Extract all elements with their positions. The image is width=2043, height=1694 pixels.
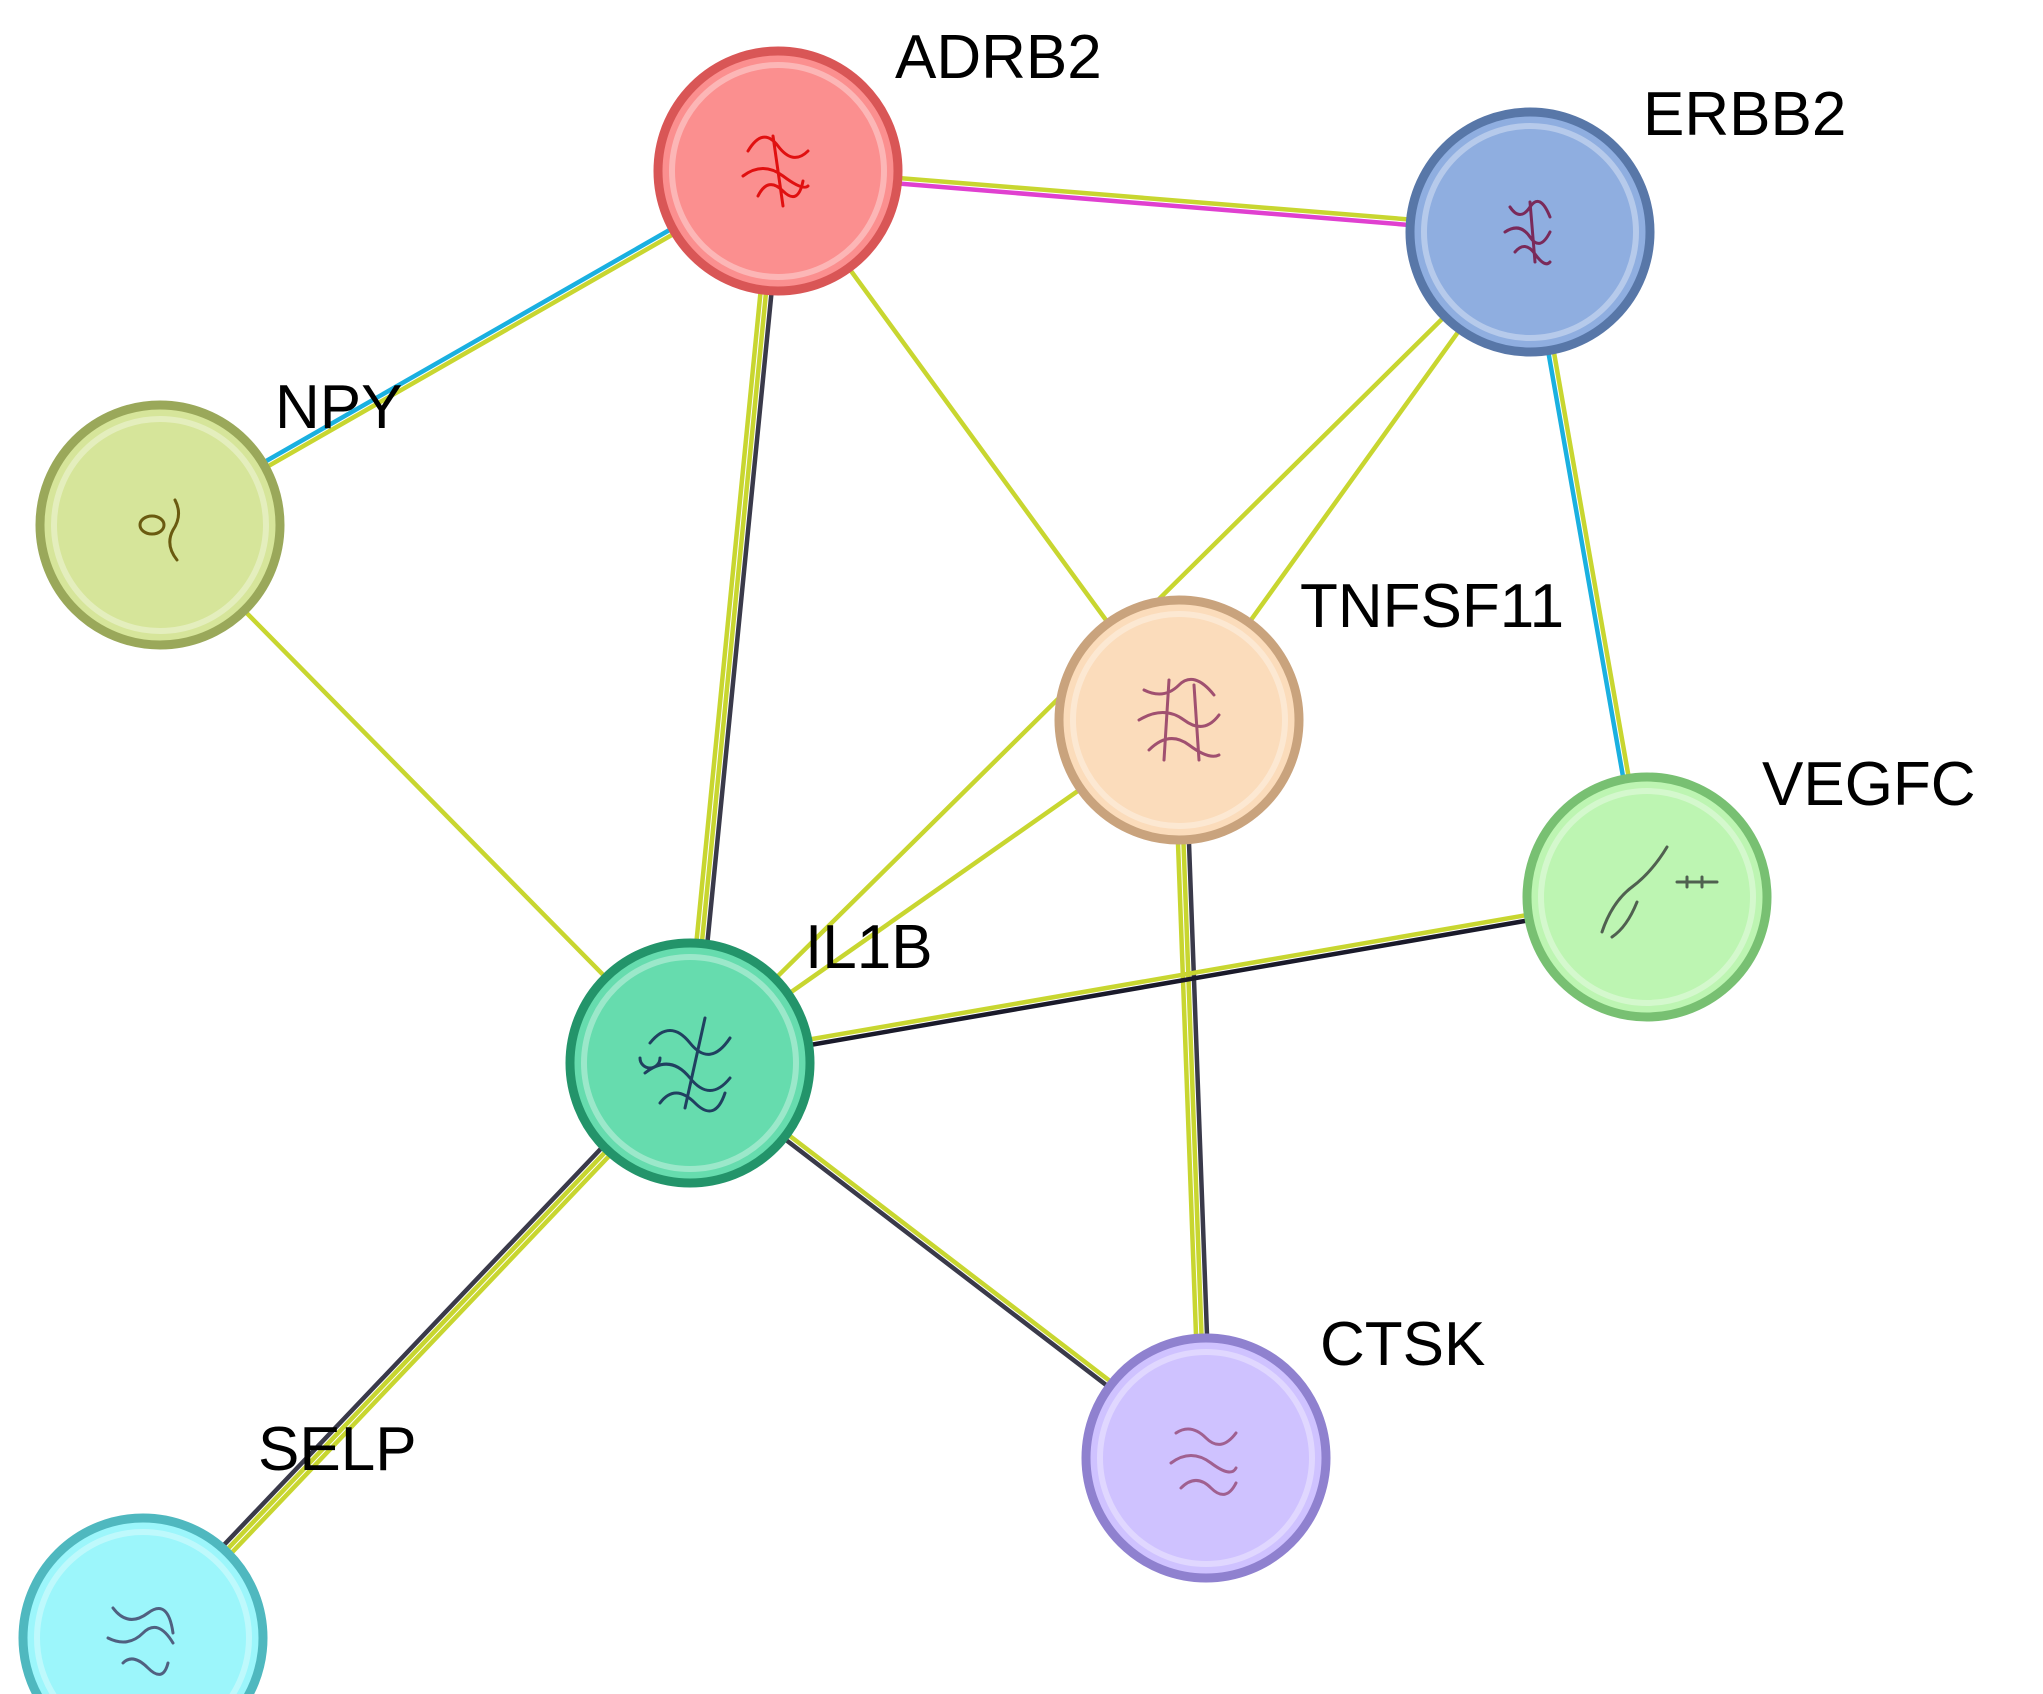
edge-adrb2-il1b[interactable] [682,168,786,1066]
node-inner-ring [1097,1349,1315,1567]
node-label-ctsk: CTSK [1320,1310,1485,1379]
node-adrb2[interactable] [653,46,903,296]
protein-structure-icon [741,134,810,208]
node-circle [1054,595,1304,845]
node-circle [565,938,815,1188]
node-inner-ring [34,1529,252,1694]
node-circle [1522,772,1772,1022]
edge-adrb2-erbb2[interactable] [775,166,1533,237]
node-selp[interactable] [18,1513,268,1694]
node-label-erbb2: ERBB2 [1643,80,1846,149]
protein-structure-icon [106,1606,175,1676]
node-label-il1b: IL1B [805,913,933,982]
protein-structure-icon [138,498,180,562]
node-vegfc[interactable] [1522,772,1772,1022]
node-label-npy: NPY [275,373,402,442]
node-circle [1405,107,1655,357]
node-label-vegfc: VEGFC [1762,750,1976,819]
edge-evidence-line [687,168,781,1066]
protein-structure-icon [638,1016,732,1113]
protein-structure-icon [1503,199,1552,266]
edge-il1b-selp[interactable] [136,1056,697,1645]
node-inner-ring [1070,611,1288,829]
node-circle [35,400,285,650]
node-il1b[interactable] [565,938,815,1188]
protein-structure-icon [1600,845,1719,939]
edge-evidence-line [687,892,1649,1063]
nodes-layer [18,46,1772,1694]
node-inner-ring [1538,788,1756,1006]
node-tnfsf11[interactable] [1054,595,1304,845]
protein-structure-icon [1169,1427,1238,1496]
node-npy[interactable] [35,400,285,650]
node-inner-ring [1421,123,1639,341]
node-label-selp: SELP [258,1415,417,1484]
edge-npy-il1b[interactable] [157,522,693,1066]
edge-vegfc-il1b[interactable] [687,892,1650,1068]
node-label-adrb2: ADRB2 [895,23,1102,92]
node-label-tnfsf11: TNFSF11 [1300,572,1564,641]
edge-evidence-line [775,171,1533,237]
edge-evidence-line [682,168,775,1065]
edge-evidence-line [688,897,1650,1068]
node-circle [18,1513,268,1694]
node-erbb2[interactable] [1405,107,1655,357]
edge-evidence-line [136,1056,689,1637]
edge-evidence-line [157,522,693,1066]
node-ctsk[interactable] [1081,1333,1331,1583]
node-inner-ring [51,416,269,634]
protein-structure-icon [1137,677,1221,762]
edge-evidence-line [144,1064,697,1645]
edge-evidence-line [775,166,1533,232]
edge-evidence-line [140,1060,693,1641]
node-inner-ring [669,62,887,280]
node-inner-ring [581,954,799,1172]
edge-evidence-line [693,169,786,1066]
